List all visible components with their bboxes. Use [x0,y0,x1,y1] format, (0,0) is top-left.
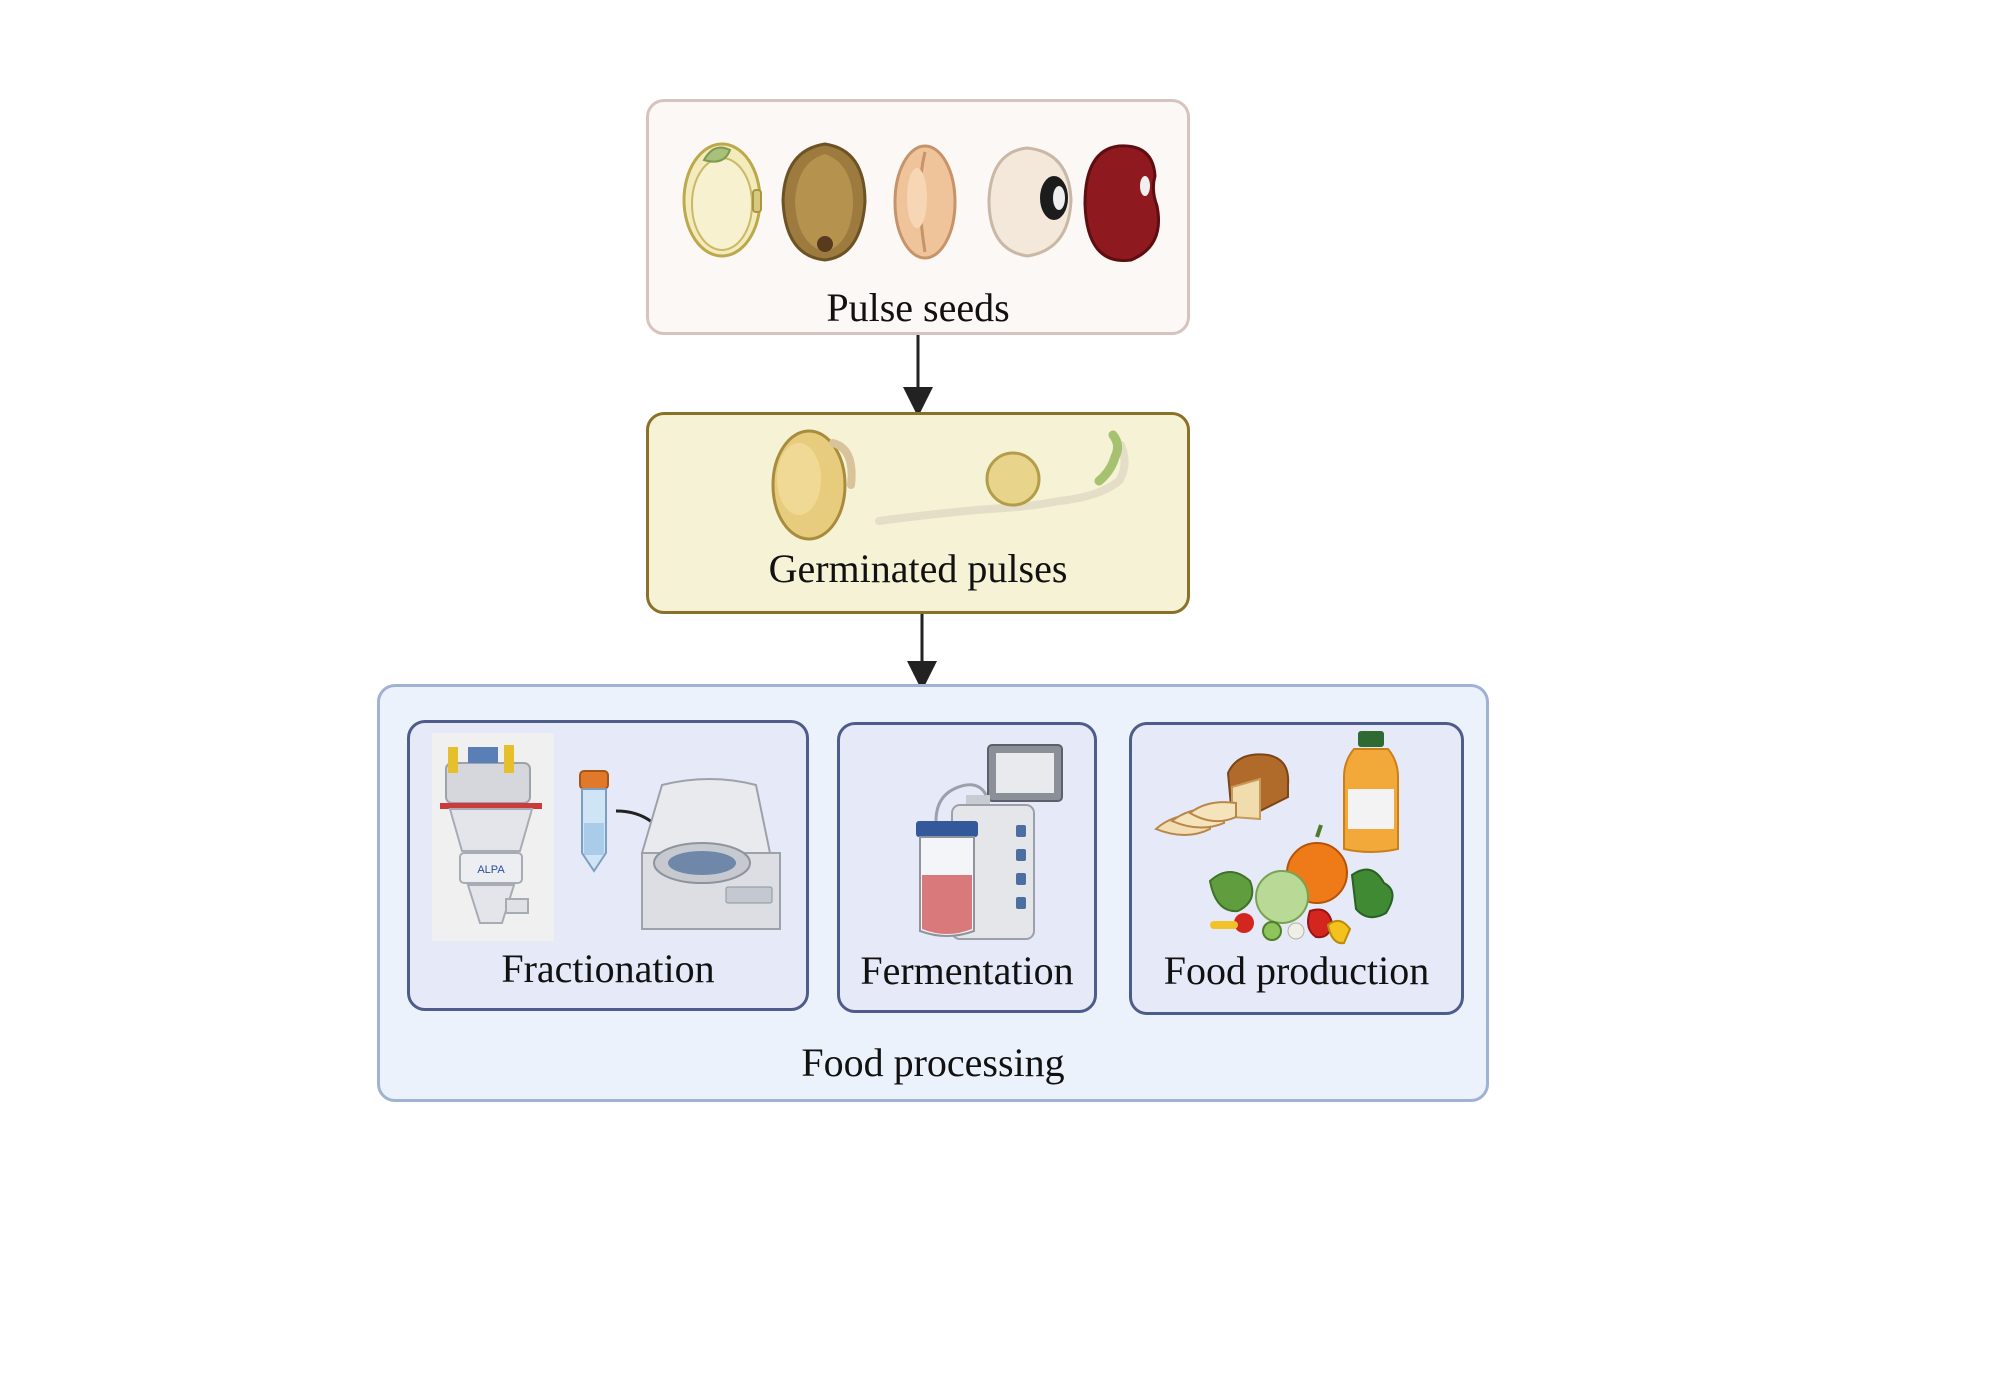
germinated-pulses-label: Germinated pulses [768,546,1068,591]
centrifuge-tube-icon [579,770,609,873]
seed-icons [682,142,1160,263]
food-processing-label: Food processing [801,1040,1065,1085]
pea-seed-icon [682,142,762,258]
vegetables-icon [1208,824,1394,945]
centrifuge-icon [640,778,781,930]
food-production-label: Food production [1163,948,1430,993]
juice-bottle-icon [1343,731,1399,853]
food-icons [1154,731,1399,945]
fermentation-label: Fermentation [860,948,1074,993]
bread-icon [1154,753,1290,836]
fractionation-icons: ALPA [432,733,781,941]
peanut-seed-icon [893,144,957,260]
food-production-node: Food production [1129,722,1464,1015]
pulse-seeds-label: Pulse seeds [826,285,1010,330]
pulse-seeds-node: Pulse seeds [646,99,1190,335]
machine-logo: ALPA [477,864,505,876]
germinated-pulses-node: Germinated pulses [646,412,1190,614]
chickpea-seed-icon [781,142,867,262]
germination-icons [771,429,1129,541]
kidney-bean-icon [1083,144,1160,263]
fermentation-icons [916,744,1063,940]
bioreactor-icon [916,744,1063,940]
seedling-icon [875,430,1129,525]
air-classifier-icon: ALPA [432,733,554,941]
black-eyed-pea-icon [987,146,1073,258]
fermentation-node: Fermentation [837,722,1097,1013]
fractionation-label: Fractionation [501,946,715,991]
sprouting-bean-icon [771,429,856,541]
fractionation-node: ALPA Fractionation [407,720,809,1011]
